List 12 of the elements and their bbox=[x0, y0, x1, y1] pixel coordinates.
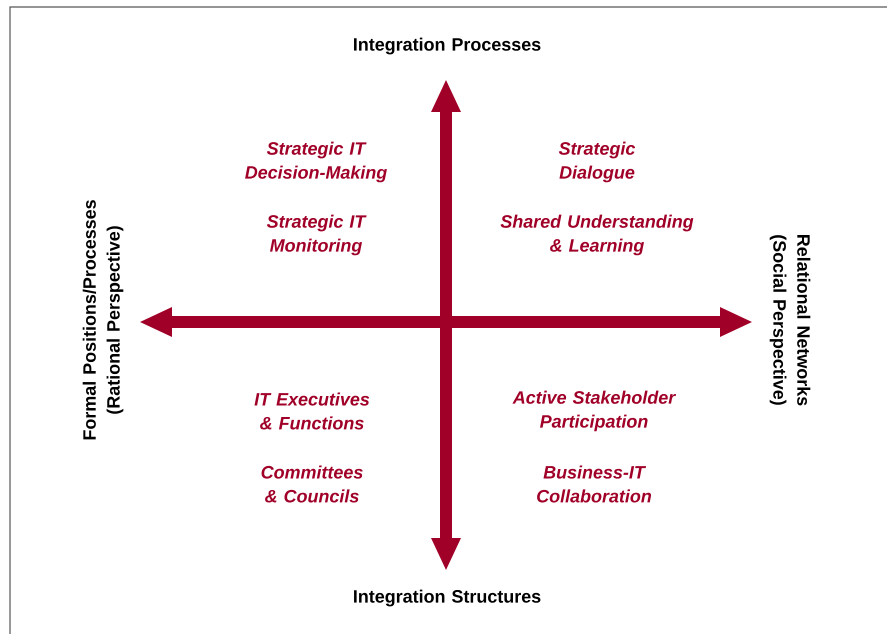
quadrant-label: Active Stakeholder Participation bbox=[512, 390, 676, 432]
quadrant-label: Strategic IT Decision-Making bbox=[245, 142, 387, 182]
quadrant-label: Shared Understanding & Learning bbox=[500, 214, 694, 256]
quadrant-label: Strategic IT Monitoring bbox=[266, 214, 367, 256]
axis-label: Integration Processes bbox=[354, 38, 540, 54]
quadrant-label: IT Executives & Functions bbox=[254, 392, 370, 430]
axis-label: Integration Structures bbox=[354, 590, 540, 606]
quadrant-label: Strategic Dialogue bbox=[558, 142, 636, 182]
axis-label: Relational Networks (Social Perspective) bbox=[770, 235, 810, 406]
axis-label: Formal Positions/Processes (Rational Perspective) bbox=[82, 200, 124, 440]
quadrant-label: Committees & Councils bbox=[262, 465, 363, 503]
quadrant-label: Business-IT Collaboration bbox=[537, 465, 652, 503]
